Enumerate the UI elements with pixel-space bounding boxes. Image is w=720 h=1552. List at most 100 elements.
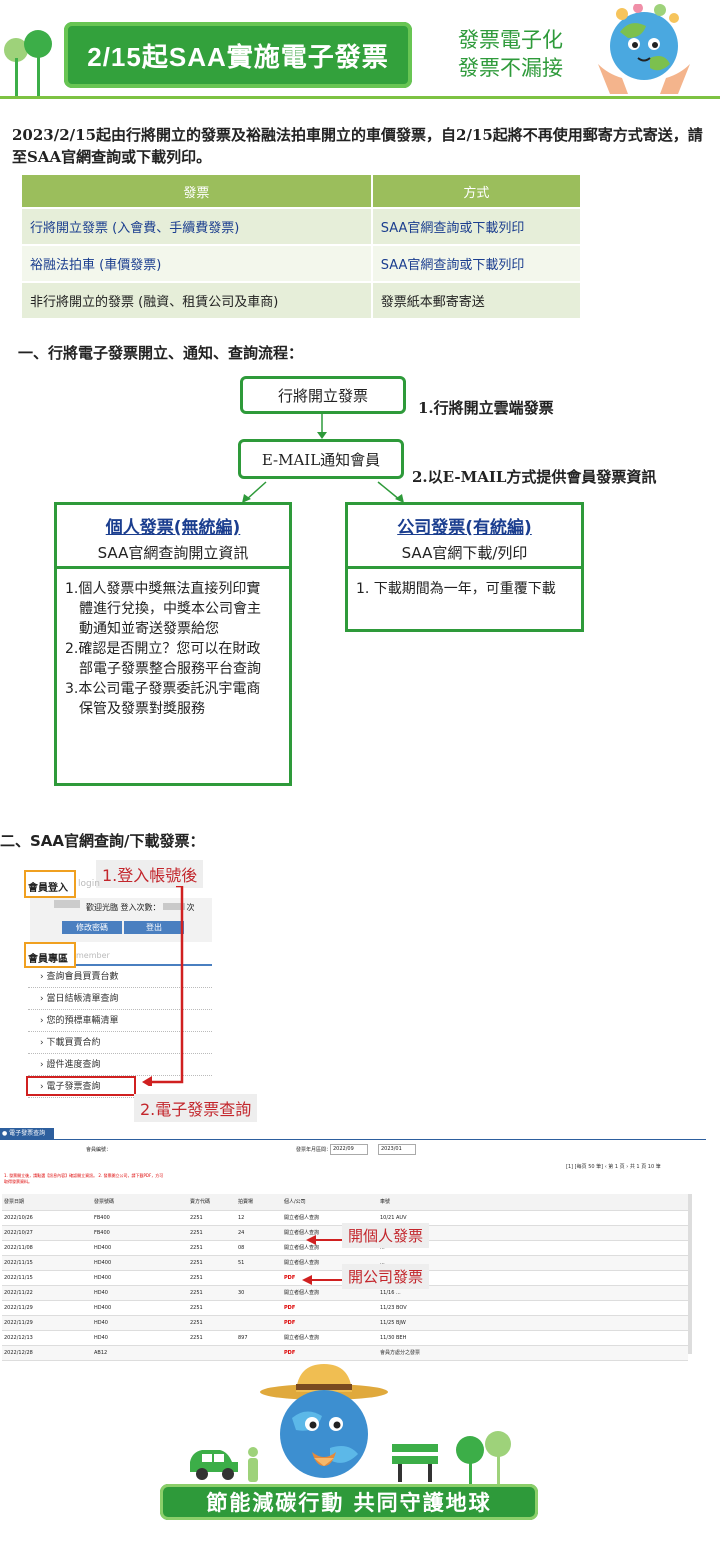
table-row: 裕融法拍車 (車價發票) SAA官網查詢或下載列印 — [22, 244, 582, 281]
table-cell: HD400 — [94, 1245, 112, 1251]
table-cell: 2022/12/28 — [4, 1350, 33, 1356]
login-heading-box — [24, 870, 76, 898]
table-cell: HD40 — [94, 1320, 108, 1326]
pdf-download-icon[interactable]: PDF — [284, 1320, 296, 1326]
table-cell: 2022/11/15 — [4, 1260, 33, 1266]
table-cell: 08 — [238, 1245, 245, 1251]
personal-invoice-link[interactable]: 開立者個人查詢 — [284, 1215, 320, 1221]
flow-step-email: E-MAIL通知會員 — [238, 439, 404, 479]
table-header-row: 發票日期 發票號碼 賣方代碼 拍賣場 個人/公司 車號 — [2, 1194, 688, 1211]
table-cell: 2251 — [190, 1275, 203, 1281]
callout-e-invoice: 2.電子發票查詢 — [134, 1094, 258, 1122]
table-cell: 2022/11/08 — [4, 1245, 33, 1251]
table-row: 非行將開立的發票 (融資、租賃公司及車商) 發票紙本郵寄寄送 — [22, 281, 582, 318]
personal-invoice-link[interactable]: 開立者個人查詢 — [284, 1245, 320, 1251]
table-cell: 2251 — [190, 1260, 203, 1266]
table-header-row: 發票 方式 — [22, 175, 582, 207]
header-divider — [0, 96, 720, 99]
table-cell: HD400 — [94, 1305, 112, 1311]
company-card-subtitle: SAA官網下載/列印 — [401, 544, 528, 562]
menu-item-label: 查詢會員買賣台數 — [46, 972, 119, 982]
table-cell: 30 — [238, 1290, 245, 1296]
login-count — [162, 903, 185, 910]
red-arrow-icon — [302, 1271, 344, 1285]
personal-invoice-link[interactable]: 開立者個人查詢 — [284, 1230, 320, 1236]
personal-card-title: 個人發票(無統編) — [105, 518, 241, 538]
table-cell: 會員方處分之發票 — [380, 1350, 421, 1356]
table-cell: 10/21 AUV — [380, 1215, 407, 1221]
table-cell: 2022/10/26 — [4, 1215, 33, 1221]
personal-invoice-link[interactable]: 開立者個人查詢 — [284, 1335, 320, 1341]
list-item: 3.本公司電子發票委託汎宇電商保管及發票對獎服務 — [65, 681, 261, 717]
menu-item-e-invoice[interactable]: › 電子發票查詢 — [28, 1076, 212, 1098]
arrow-branch-icon — [230, 480, 430, 504]
menu-item[interactable]: › 下載買賣合約 — [28, 1032, 212, 1054]
table-cell: HD40 — [94, 1335, 108, 1341]
column-header: 方式 — [372, 175, 582, 207]
welcome-label: 歡迎光臨 登入次數： — [86, 903, 161, 912]
welcome-text: 歡迎光臨 登入次數：次 — [86, 902, 195, 913]
table-cell: ... — [380, 1260, 385, 1266]
change-password-button[interactable]: 修改密碼 — [62, 921, 122, 934]
logout-button[interactable]: 登出 — [124, 921, 184, 934]
table-cell: HD400 — [94, 1260, 112, 1266]
column-header: 車號 — [380, 1199, 391, 1205]
menu-item-label: 當日結帳清單查詢 — [46, 994, 119, 1004]
flow-step-issue: 行將開立發票 — [240, 376, 406, 414]
list-item: 1.個人發票中獎無法直接列印實體進行兌換，中獎本公司會主動通知並寄送發票給您 — [65, 581, 261, 637]
table-cell: HD40 — [94, 1290, 108, 1296]
pager[interactable]: [1] [每頁 50 筆] ‹ 第 1 頁 › 共 1 頁 10 筆 — [566, 1164, 661, 1170]
table-cell: 2022/12/13 — [4, 1335, 33, 1341]
table-cell: 2022/11/15 — [4, 1275, 33, 1281]
query-tab-label: 電子發票查詢 — [9, 1130, 46, 1137]
member-heading-en: member — [76, 951, 110, 960]
pdf-download-icon[interactable]: PDF — [284, 1305, 296, 1311]
column-header: 個人/公司 — [284, 1199, 306, 1205]
table-cell: 2251 — [190, 1305, 203, 1311]
menu-item-label: 下載買賣合約 — [46, 1038, 101, 1048]
list-item: 1. 下載期間為一年，可重覆下載 — [356, 581, 556, 597]
personal-invoice-card: 個人發票(無統編) SAA官網查詢開立資訊 1.個人發票中獎無法直接列印實體進行… — [54, 502, 292, 786]
section1-title: 一、行將電子發票開立、通知、查詢流程： — [18, 344, 304, 362]
date-to-input[interactable]: 2023/01 — [378, 1144, 416, 1155]
menu-item[interactable]: › 您的預標車輛清單 — [28, 1010, 212, 1032]
menu-item[interactable]: › 查詢會員買賣台數 — [28, 966, 212, 988]
personal-invoice-link[interactable]: 開立者個人查詢 — [284, 1260, 320, 1266]
pdf-download-icon[interactable]: PDF — [284, 1275, 296, 1281]
table-cell: 2251 — [190, 1335, 203, 1341]
personal-invoice-link[interactable]: 開立者個人查詢 — [284, 1290, 320, 1296]
menu-item-label: 您的預標車輛清單 — [46, 1016, 119, 1026]
date-from-input[interactable]: 2022/09 — [330, 1144, 368, 1155]
query-tab-bar — [0, 1139, 706, 1140]
flow-step-email-label: E-MAIL通知會員 — [261, 450, 381, 469]
invoice-query-panel: ● 電子發票查詢 會員編號： 發票年月區間： 2022/09 2023/01 [… — [0, 1126, 706, 1362]
table-cell: 12 — [238, 1215, 245, 1221]
table-cell: SAA官網查詢或下載列印 — [372, 244, 582, 281]
invoice-table-scroll — [688, 1194, 692, 1354]
column-header: 賣方代碼 — [190, 1199, 211, 1205]
table-cell: 非行將開立的發票 (融資、租賃公司及車商) — [22, 281, 373, 318]
member-heading: 會員專區 — [28, 954, 68, 965]
table-cell: 2251 — [190, 1215, 203, 1221]
page-title: 2/15起SAA實施電子發票 — [87, 41, 389, 72]
header-slogan: 發票電子化 發票不漏接 — [458, 26, 563, 82]
member-menu: › 查詢會員買賣台數 › 當日結帳清單查詢 › 您的預標車輛清單 › 下載買賣合… — [28, 966, 212, 1098]
pdf-download-icon[interactable]: PDF — [284, 1350, 296, 1356]
car-icon — [186, 1446, 242, 1482]
company-invoice-card: 公司發票(有統編) SAA官網下載/列印 1. 下載期間為一年，可重覆下載 — [345, 502, 584, 632]
menu-item[interactable]: › 當日結帳清單查詢 — [28, 988, 212, 1010]
column-header: 發票日期 — [4, 1199, 25, 1205]
query-tab[interactable]: ● 電子發票查詢 — [0, 1128, 54, 1140]
table-cell: 11/16 ... — [380, 1290, 401, 1296]
company-card-head: 公司發票(有統編) SAA官網下載/列印 — [348, 505, 581, 569]
list-item: 2.確認是否開立？您可以在財政部電子發票整合服務平台查詢 — [65, 641, 261, 677]
menu-item[interactable]: › 證件進度查詢 — [28, 1054, 212, 1076]
table-cell: SAA官網查詢或下載列印 — [372, 207, 582, 244]
person-icon — [244, 1446, 262, 1482]
